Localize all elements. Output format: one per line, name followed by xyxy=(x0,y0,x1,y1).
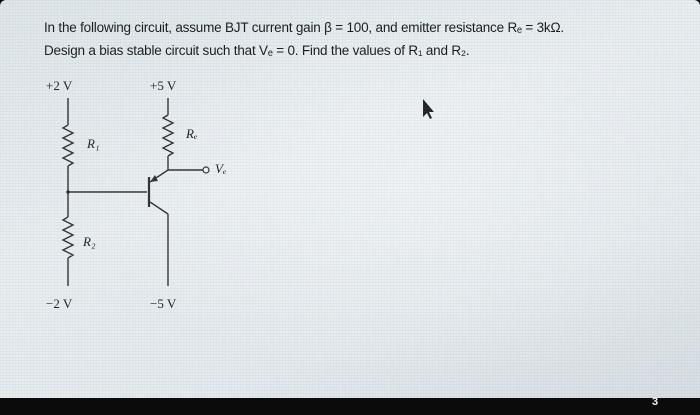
supply-right-top-label: +5 V xyxy=(150,78,177,93)
mouse-pointer-icon xyxy=(423,99,434,119)
question-line-2: Design a bias stable circuit such that V… xyxy=(44,43,470,58)
question-line-1: In the following circuit, assume BJT cur… xyxy=(44,20,564,35)
page-number: 3 xyxy=(652,396,659,408)
base-node-dot xyxy=(66,190,70,194)
re-label: Rₑ xyxy=(186,126,198,141)
r1-resistor xyxy=(61,124,75,167)
ve-terminal xyxy=(202,166,210,174)
bjt-collector-lead xyxy=(149,201,169,215)
supply-left-top-label: +2 V xyxy=(46,78,73,93)
ve-label: Vₑ xyxy=(215,161,227,176)
r2-label: R₂ xyxy=(83,234,96,249)
re-resistor xyxy=(161,114,175,157)
r2-resistor xyxy=(61,216,75,259)
r1-label: R₁ xyxy=(87,136,100,151)
bjt-emitter-arrow xyxy=(150,175,158,182)
monitor-bezel xyxy=(0,398,700,415)
supply-right-bottom-label: −5 V xyxy=(150,296,177,311)
supply-left-bottom-label: −2 V xyxy=(46,296,73,311)
